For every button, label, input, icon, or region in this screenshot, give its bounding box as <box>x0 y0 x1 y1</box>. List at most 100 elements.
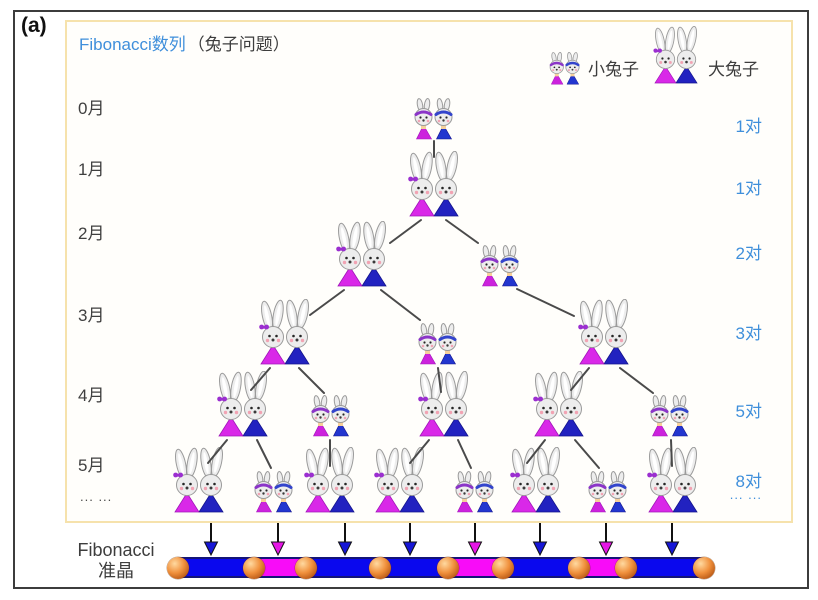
quasicrystal-label-line1: Fibonacci <box>77 540 155 560</box>
female-big-rabbit <box>408 151 435 217</box>
bar-segment-big <box>380 559 448 576</box>
rabbit-pair-big <box>167 446 231 518</box>
pair-count-label: 8对 <box>735 472 762 491</box>
orange-sphere <box>243 556 265 579</box>
panel-label: (a) <box>21 14 47 37</box>
hair-bow <box>304 472 314 478</box>
figure-title: Fibonacci数列（兔子问题） <box>79 30 290 55</box>
bar-segment-big <box>624 559 702 576</box>
female-small-rabbit <box>311 395 330 437</box>
male-small-rabbit <box>670 395 689 437</box>
female-big-rabbit <box>304 447 331 513</box>
female-big-rabbit <box>259 299 286 365</box>
female-small-rabbit <box>418 323 437 365</box>
pair-count-label: 5对 <box>735 402 762 421</box>
rabbit-pair-small <box>476 245 524 292</box>
male-small-rabbit <box>608 471 627 513</box>
rabbit-pair-small <box>307 395 355 442</box>
female-big-rabbit <box>510 447 537 513</box>
male-small-rabbit <box>434 98 453 140</box>
male-small-rabbit <box>475 471 494 513</box>
male-big-rabbit <box>672 446 698 513</box>
month-label: 1月 <box>78 160 105 179</box>
pair-count-label: 1对 <box>735 179 762 198</box>
male-big-rabbit <box>675 25 698 84</box>
hair-bow <box>533 396 543 402</box>
rabbit-pair-small <box>451 471 499 518</box>
male-small-rabbit <box>438 323 457 365</box>
orange-sphere <box>492 556 514 579</box>
orange-sphere <box>615 556 637 579</box>
orange-sphere <box>568 556 590 579</box>
pair-count-label: 2对 <box>735 244 762 263</box>
rabbit-pair-big <box>572 298 636 370</box>
hair-bow <box>374 472 384 478</box>
female-small-rabbit <box>254 471 273 513</box>
rabbit-pair-big <box>641 446 705 518</box>
hair-bow <box>336 246 346 252</box>
male-big-rabbit <box>535 446 561 513</box>
rabbit-pair-big <box>412 370 476 442</box>
female-big-rabbit <box>578 299 605 365</box>
orange-sphere <box>437 556 459 579</box>
male-big-rabbit <box>242 370 268 437</box>
count-ellipsis: ... ... <box>729 487 762 502</box>
rabbit-pair-small <box>646 395 694 442</box>
male-small-rabbit <box>274 471 293 513</box>
month-label: 3月 <box>78 306 105 325</box>
female-big-rabbit <box>217 371 244 437</box>
quasicrystal-label-line2: 准晶 <box>98 561 134 581</box>
bar-segment-big <box>307 559 381 576</box>
male-big-rabbit <box>399 446 425 513</box>
female-small-rabbit <box>650 395 669 437</box>
female-big-rabbit <box>647 447 674 513</box>
male-big-rabbit <box>198 446 224 513</box>
female-big-rabbit <box>173 447 200 513</box>
month-label: 2月 <box>78 224 105 243</box>
month-label: 5月 <box>78 456 105 475</box>
month-label: 0月 <box>78 99 105 118</box>
rabbit-pair-big <box>504 446 568 518</box>
female-big-rabbit <box>533 371 560 437</box>
male-big-rabbit <box>433 150 459 217</box>
male-small-rabbit <box>565 52 580 85</box>
hair-bow <box>578 324 588 330</box>
hair-bow <box>510 472 520 478</box>
small-rabbit-pair-icon <box>546 52 584 90</box>
hair-bow <box>653 48 662 53</box>
legend-big-label: 大兔子 <box>708 60 759 79</box>
male-big-rabbit <box>603 298 629 365</box>
rabbit-pair-big <box>253 298 317 370</box>
bar-segment-big <box>502 559 578 576</box>
female-small-rabbit <box>480 245 499 287</box>
female-big-rabbit <box>336 221 363 287</box>
female-small-rabbit <box>455 471 474 513</box>
orange-sphere <box>369 556 391 579</box>
male-big-rabbit <box>284 298 310 365</box>
month-ellipsis: ... ... <box>80 489 113 504</box>
male-big-rabbit <box>361 220 387 287</box>
female-small-rabbit <box>549 52 564 85</box>
quasicrystal-label: Fibonacci 准晶 <box>58 540 174 582</box>
pair-count-label: 1对 <box>735 117 762 136</box>
male-big-rabbit <box>558 370 584 437</box>
male-big-rabbit <box>329 446 355 513</box>
male-small-rabbit <box>331 395 350 437</box>
rabbit-pair-big <box>368 446 432 518</box>
rabbit-pair-small <box>250 471 298 518</box>
rabbit-pair-big <box>330 220 394 292</box>
female-small-rabbit <box>414 98 433 140</box>
male-small-rabbit <box>500 245 519 287</box>
legend-small-label: 小兔子 <box>588 60 639 79</box>
pair-count-label: 3对 <box>735 324 762 343</box>
rabbit-pair-small <box>584 471 632 518</box>
bar-segment-small <box>255 559 308 576</box>
orange-sphere <box>167 556 189 579</box>
bar-segment-big <box>180 559 256 576</box>
rabbit-pair-small <box>410 98 458 145</box>
bar-segment-small <box>447 559 503 576</box>
bar-segment-small <box>577 559 625 576</box>
male-big-rabbit <box>443 370 469 437</box>
rabbit-pair-big <box>298 446 362 518</box>
